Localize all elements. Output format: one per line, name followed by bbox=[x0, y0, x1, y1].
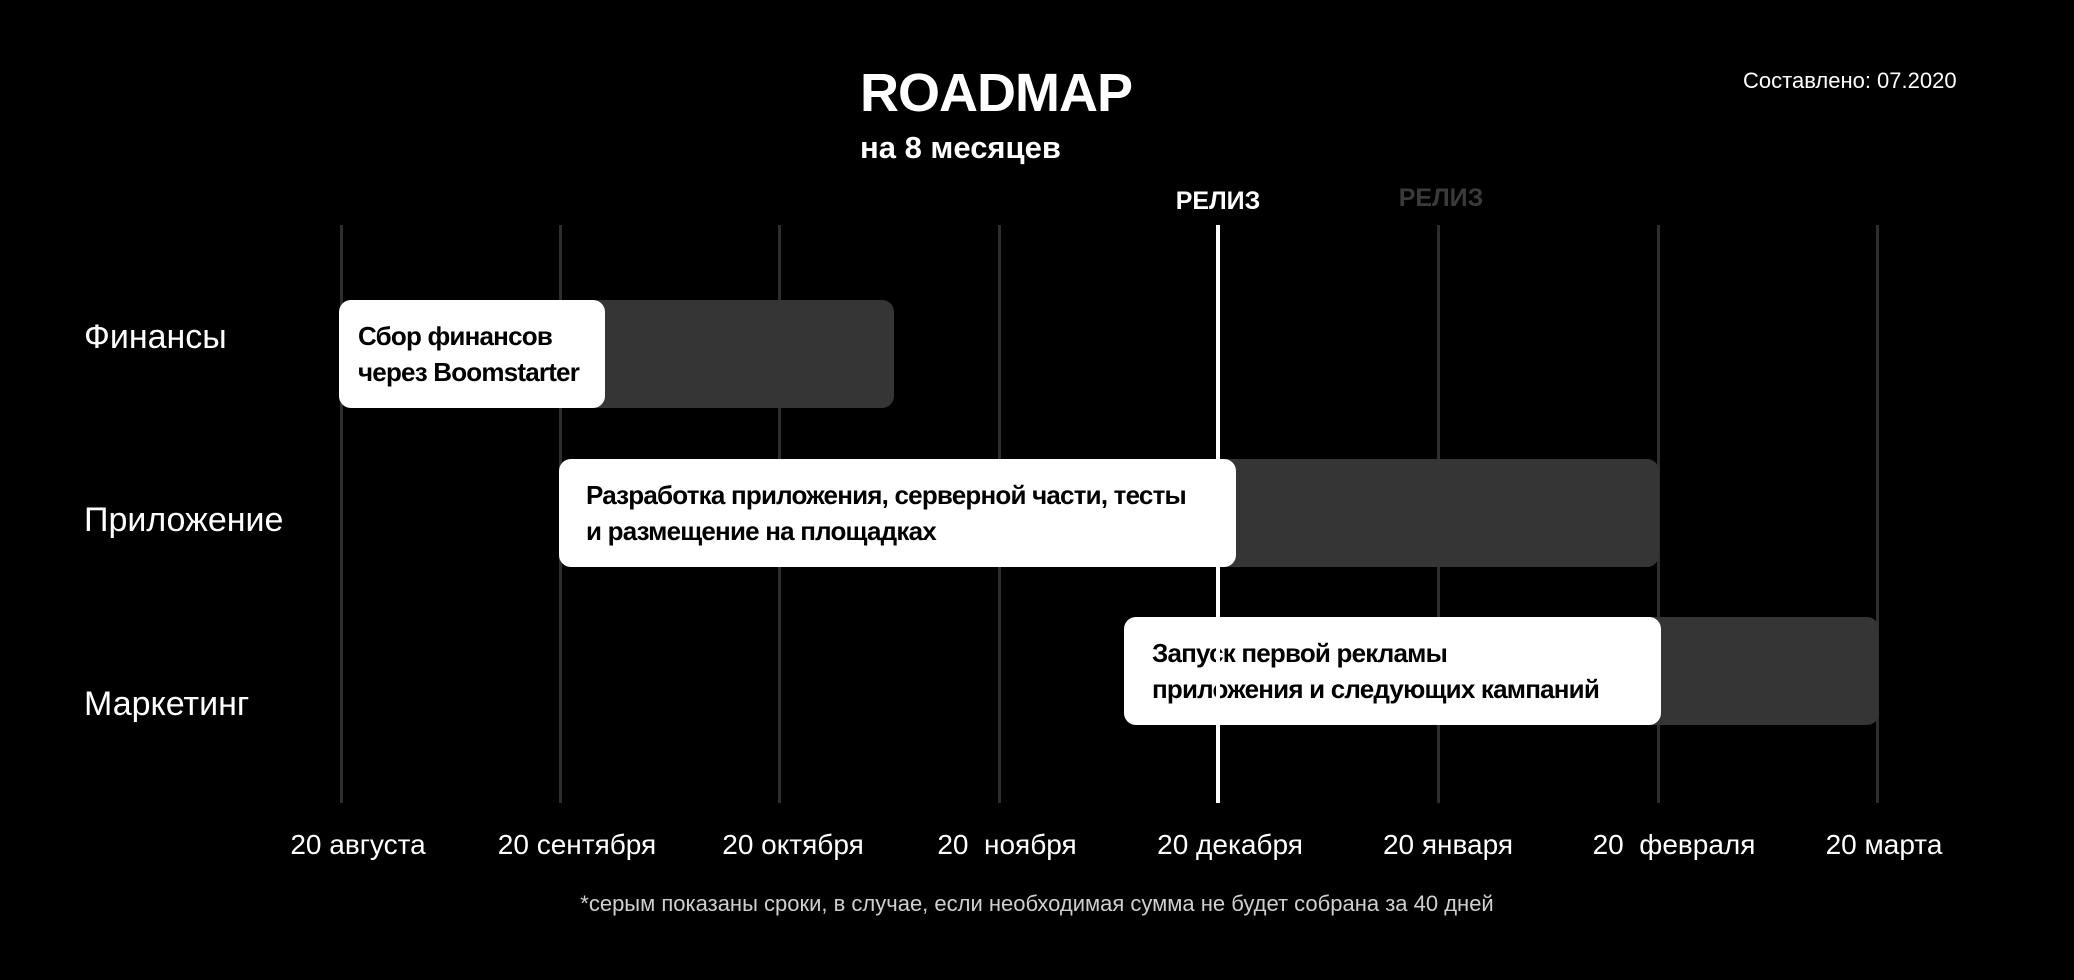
month-label: 20 октября bbox=[722, 829, 864, 860]
month-label: 20 февраля bbox=[1592, 829, 1756, 860]
month-label: 20 января bbox=[1382, 829, 1514, 860]
month-label: 20 марта bbox=[1825, 829, 1943, 860]
month-label: 20 ноября bbox=[937, 829, 1077, 860]
gridline-month-1 bbox=[340, 225, 343, 803]
page-title: ROADMAP bbox=[860, 63, 1133, 123]
footnote: *серым показаны сроки, в случае, если не… bbox=[580, 891, 1494, 916]
finance-task-bar: Сбор финансов через Boomstarter bbox=[339, 300, 605, 408]
marketing-task-bar: Запуск первой рекламы приложения и следу… bbox=[1124, 617, 1661, 725]
row-label-marketing: Маркетинг bbox=[84, 685, 250, 723]
release-line bbox=[1216, 225, 1220, 803]
release-label-alternate: РЕЛИЗ bbox=[1398, 184, 1484, 212]
page-subtitle: на 8 месяцев bbox=[860, 130, 1061, 165]
month-label: 20 декабря bbox=[1157, 829, 1303, 860]
gridline-month-8 bbox=[1876, 225, 1879, 803]
month-label: 20 сентября bbox=[497, 829, 657, 860]
compiled-date: Составлено: 07.2020 bbox=[1743, 68, 1957, 93]
release-label: РЕЛИЗ bbox=[1175, 187, 1261, 215]
row-label-finance: Финансы bbox=[84, 318, 227, 356]
marketing-task-label: Запуск первой рекламы приложения и следу… bbox=[1152, 638, 1600, 704]
row-label-app: Приложение bbox=[84, 501, 284, 539]
month-label: 20 августа bbox=[290, 829, 426, 860]
app-task-bar: Разработка приложения, серверной части, … bbox=[559, 459, 1236, 567]
finance-task-label: Сбор финансов через Boomstarter bbox=[358, 321, 580, 387]
app-task-label: Разработка приложения, серверной части, … bbox=[586, 480, 1187, 546]
